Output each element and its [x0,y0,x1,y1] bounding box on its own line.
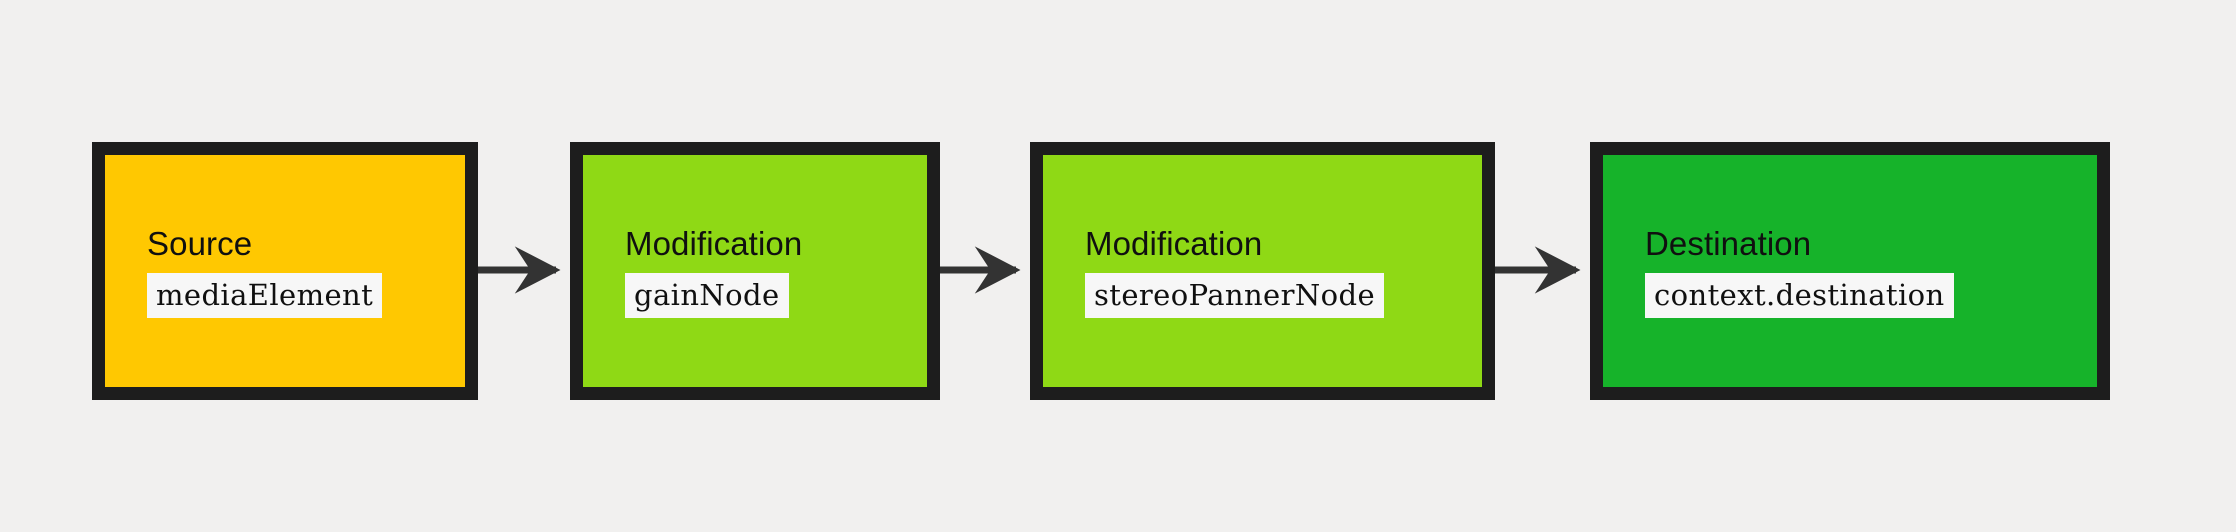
node-destination[interactable]: Destination context.destination [1590,142,2110,400]
node-panner-content: Modification stereoPannerNode [1043,225,1410,318]
node-source-title: Source [147,224,253,262]
node-panner[interactable]: Modification stereoPannerNode [1030,142,1495,400]
node-destination-code-label: context.destination [1645,272,1954,318]
node-source[interactable]: Source mediaElement [92,142,478,400]
node-destination-title: Destination [1645,224,1812,262]
node-gain-title: Modification [625,224,803,262]
node-gain[interactable]: Modification gainNode [570,142,940,400]
node-panner-title: Modification [1085,224,1263,262]
node-source-code-label: mediaElement [147,272,383,318]
node-panner-code-label: stereoPannerNode [1085,272,1385,318]
node-gain-code-label: gainNode [625,272,789,318]
node-source-content: Source mediaElement [105,225,408,318]
node-gain-content: Modification gainNode [583,225,828,318]
node-destination-content: Destination context.destination [1603,225,1980,318]
